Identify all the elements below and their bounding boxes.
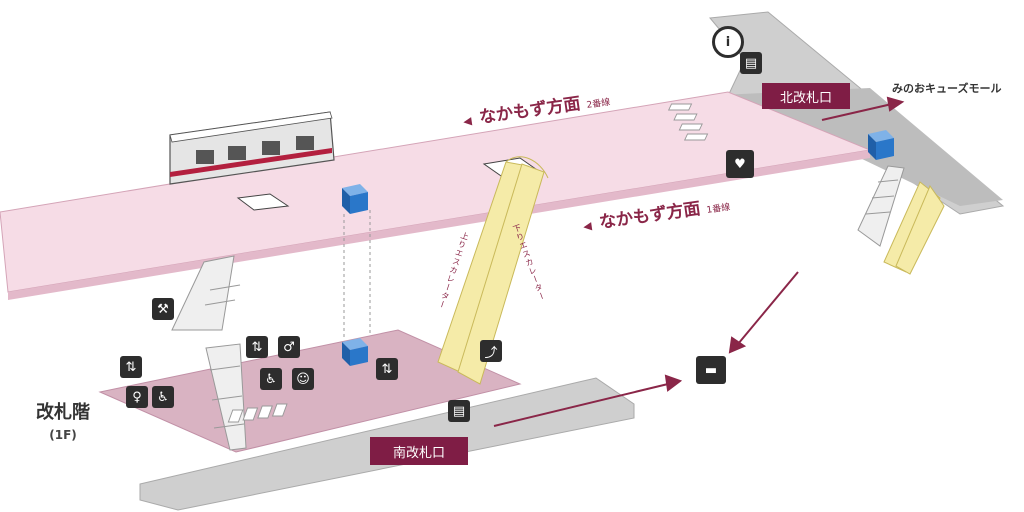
stair-opening <box>236 193 290 211</box>
direction-arrow-icon: ◀ <box>582 219 593 234</box>
direction-arrow-icon: ◀ <box>462 114 473 129</box>
ticket-machine-icon: ▤ <box>740 52 762 74</box>
floor-level: (1F) <box>49 428 77 442</box>
ticket-machine-icon: ▤ <box>448 400 470 422</box>
train <box>169 111 335 185</box>
information-icon: i <box>712 26 744 58</box>
escalator-icon: ⤴ <box>480 340 502 362</box>
destination-label: みのおキューズモール <box>892 82 1002 95</box>
elevator-concourse <box>342 338 368 366</box>
elevator-platform <box>342 184 368 214</box>
north-lower-stairs <box>857 165 905 247</box>
accessible-toilet-icon: ♿ <box>152 386 174 408</box>
concourse-stairs <box>171 255 247 451</box>
route-arrows <box>493 96 905 427</box>
stair-lift-icon: ⚒ <box>152 298 174 320</box>
north-gate-sign: 北改札口 <box>762 83 850 109</box>
floor-label: 改札階 (1F) <box>36 402 90 446</box>
floor-name: 改札階 <box>36 402 90 423</box>
elevator-north <box>868 130 894 160</box>
accessible-toilet-icon: ♿ <box>260 368 282 390</box>
womens-toilet-icon: ♀ <box>126 386 148 408</box>
platform-1-track: 1番線 <box>706 202 731 216</box>
south-gate-sign: 南改札口 <box>370 437 468 465</box>
elevator-icon: ⇅ <box>376 358 398 380</box>
south-stairs <box>227 403 288 423</box>
elevator-icon: ⇅ <box>120 356 142 378</box>
north-escalators <box>883 181 945 275</box>
central-escalators <box>437 156 549 385</box>
aed-icon: ♥ <box>726 150 754 178</box>
platform-2-track: 2番線 <box>586 97 611 111</box>
north-stairs <box>667 103 709 141</box>
platform <box>0 91 872 293</box>
mens-toilet-icon: ♂ <box>278 336 300 358</box>
bus-icon: ▬ <box>696 356 726 384</box>
baby-care-icon: ☺ <box>292 368 314 390</box>
elevator-icon: ⇅ <box>246 336 268 358</box>
